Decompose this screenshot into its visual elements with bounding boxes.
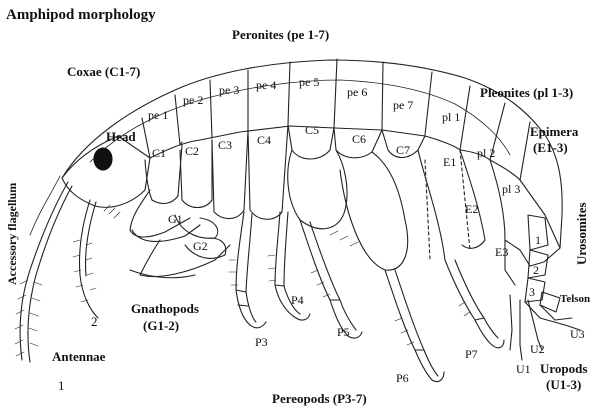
c4-label: C4	[257, 133, 271, 147]
epimera-label: Epimera	[530, 124, 579, 139]
c1-label: C1	[152, 146, 166, 160]
pl1-label: pl 1	[442, 110, 460, 124]
u2-label: U2	[530, 342, 545, 356]
p7-label: P7	[465, 347, 478, 361]
pl2-label: pl 2	[477, 146, 495, 160]
e3-label: E3	[495, 245, 508, 259]
antenna-1-number: 1	[58, 378, 65, 393]
gnathopods-range-label: (G1-2)	[143, 318, 179, 333]
pe4-label: pe 4	[256, 78, 276, 92]
pleonites-label: Pleonites (pl 1-3)	[480, 85, 573, 100]
telson-label: Telson	[560, 293, 590, 305]
p4-label: P4	[291, 293, 304, 307]
pe3-label: pe 3	[219, 83, 239, 97]
c7-label: C7	[396, 143, 410, 157]
u1-label: U1	[516, 362, 531, 376]
g2-label: G2	[193, 239, 208, 253]
c2-label: C2	[185, 144, 199, 158]
g1-label: G1	[168, 212, 183, 226]
head-label: Head	[106, 129, 136, 144]
uropods-label: Uropods	[540, 361, 587, 376]
pe1-label: pe 1	[148, 108, 168, 122]
c5-label: C5	[305, 123, 319, 137]
peronites-label: Peronites (pe 1-7)	[232, 27, 329, 42]
pe2-label: pe 2	[183, 93, 203, 107]
c3-label: C3	[218, 138, 232, 152]
e1-label: E1	[443, 155, 456, 169]
urosomite-3-label: 3	[529, 285, 535, 299]
diagram-title: Amphipod morphology	[6, 7, 156, 23]
p3-label: P3	[255, 335, 268, 349]
urosomite-2-label: 2	[533, 263, 539, 277]
pe5-label: pe 5	[299, 75, 319, 89]
gnathopods-label: Gnathopods	[131, 301, 199, 316]
u3-label: U3	[570, 327, 585, 341]
accessory-flagellum-label: Accessory flagellum	[5, 183, 19, 285]
pe6-label: pe 6	[347, 85, 367, 99]
epimera-range-label: (E1-3)	[533, 140, 568, 155]
pl3-label: pl 3	[502, 182, 520, 196]
coxae-label: Coxae (C1-7)	[67, 64, 140, 79]
c6-label: C6	[352, 132, 366, 146]
e2-label: E2	[465, 202, 478, 216]
antenna-2-number: 2	[91, 314, 98, 329]
pe7-label: pe 7	[393, 98, 413, 112]
urosomites-label: Urosomites	[574, 202, 589, 265]
uropods-range-label: (U1-3)	[546, 377, 581, 392]
antennae-label: Antennae	[52, 349, 106, 364]
p6-label: P6	[396, 371, 409, 385]
pereopods-label: Pereopods (P3-7)	[272, 391, 367, 406]
p5-label: P5	[337, 325, 350, 339]
urosomite-1-label: 1	[535, 233, 541, 247]
